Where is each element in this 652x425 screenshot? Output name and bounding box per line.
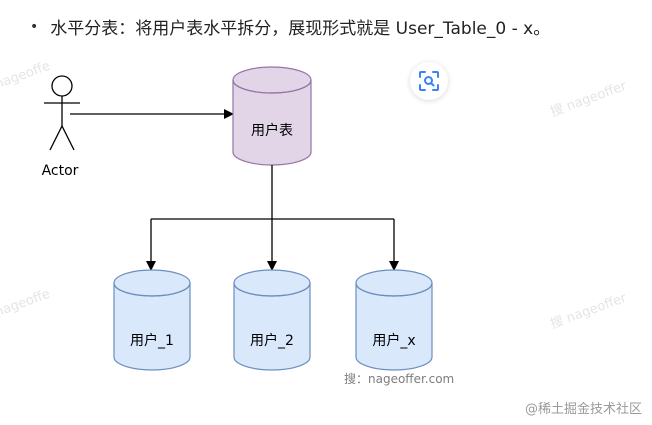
shard-cylinder-1 <box>113 269 191 371</box>
actor-label: Actor <box>42 163 79 179</box>
scan-icon <box>419 71 439 91</box>
shard-cylinder-x <box>355 269 433 371</box>
image-scan-button[interactable] <box>410 62 448 100</box>
shard-label-x: 用户_x <box>372 332 415 349</box>
shard-label-2: 用户_2 <box>250 332 294 349</box>
shard-label-1: 用户_1 <box>130 332 174 349</box>
split-connectors <box>146 165 399 271</box>
center-watermark: 搜：nageoffer.com <box>344 372 455 386</box>
actor-figure <box>44 75 80 151</box>
shard-cylinder-2 <box>233 269 311 371</box>
site-watermark: @稀土掘金技术社区 <box>524 402 642 417</box>
description-text: 水平分表：将用户表水平拆分，展现形式就是 User_Table_0 - x。 <box>50 19 551 39</box>
main-table-label: 用户表 <box>251 122 293 139</box>
main-table-cylinder <box>232 66 312 166</box>
bullet-dot: • <box>30 18 39 35</box>
description-line: • 水平分表：将用户表水平拆分，展现形式就是 User_Table_0 - x。 <box>30 14 551 40</box>
